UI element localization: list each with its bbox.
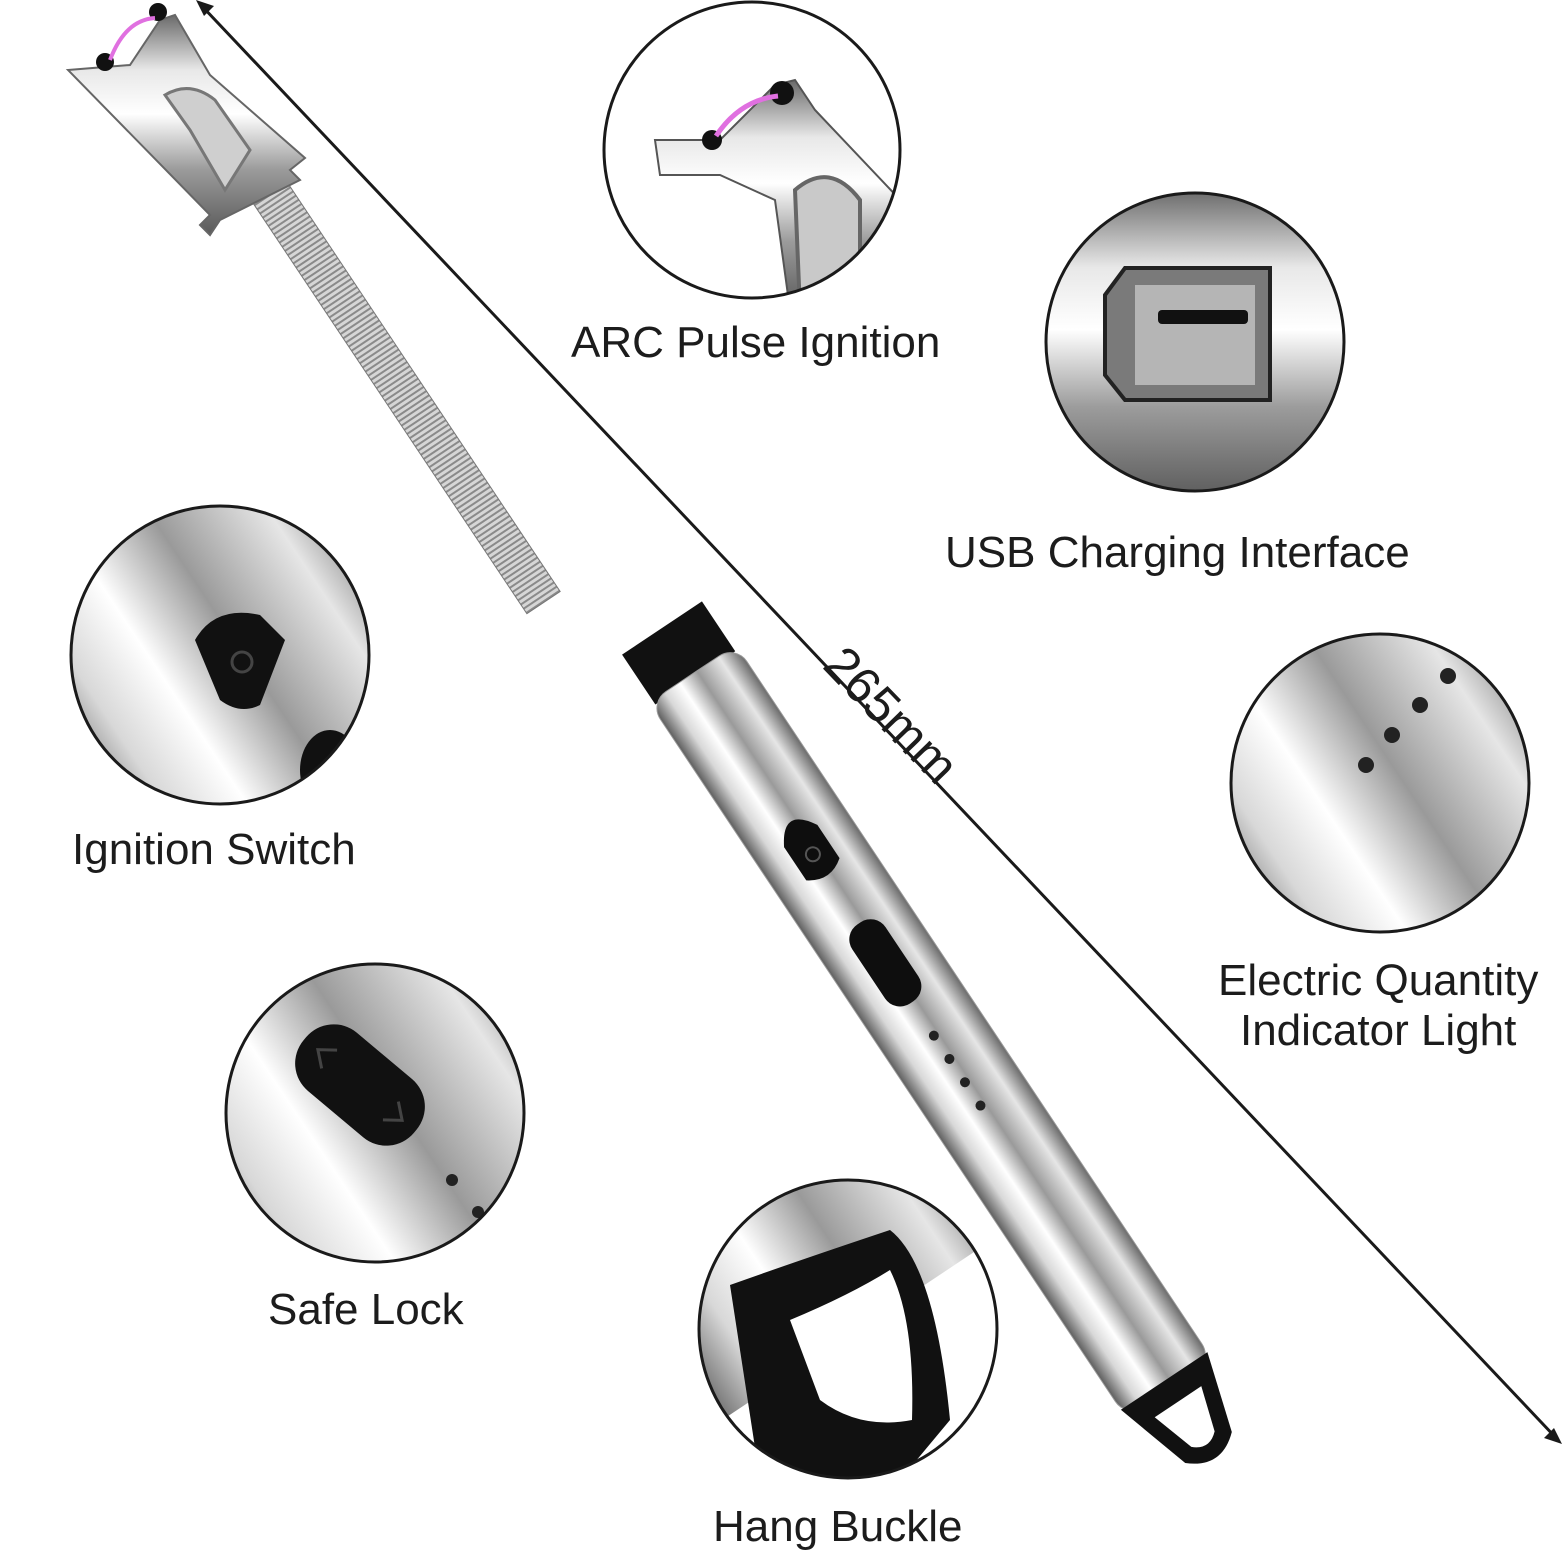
label-safe-lock: Safe Lock: [268, 1285, 464, 1334]
power-icon: [195, 612, 285, 709]
callout-ignition: [69, 504, 371, 806]
callout-usb: [1044, 191, 1346, 493]
label-arc-pulse-ignition: ARC Pulse Ignition: [571, 318, 941, 367]
label-hang-buckle: Hang Buckle: [713, 1502, 963, 1551]
callout-indicator: [1229, 632, 1531, 934]
arc-head: [65, 3, 307, 237]
indicator-dots-icon: [1358, 668, 1456, 773]
label-ignition-switch: Ignition Switch: [72, 825, 356, 874]
callout-arc: [602, 0, 902, 300]
slider-lock-icon: [295, 1024, 425, 1146]
lighter-body: [65, 3, 1232, 1464]
ignition-button-icon: [783, 819, 840, 881]
label-electric-quantity-indicator: Electric Quantity Indicator Light: [1218, 956, 1538, 1056]
label-electric-line2: Indicator Light: [1239, 1006, 1517, 1055]
dimension-line: [196, 0, 1562, 1444]
label-electric-line1: Electric Quantity: [1218, 956, 1539, 1005]
callout-safe-lock: [224, 962, 526, 1264]
label-usb-charging-interface: USB Charging Interface: [945, 528, 1410, 577]
callout-hang-buckle: [697, 1178, 999, 1480]
